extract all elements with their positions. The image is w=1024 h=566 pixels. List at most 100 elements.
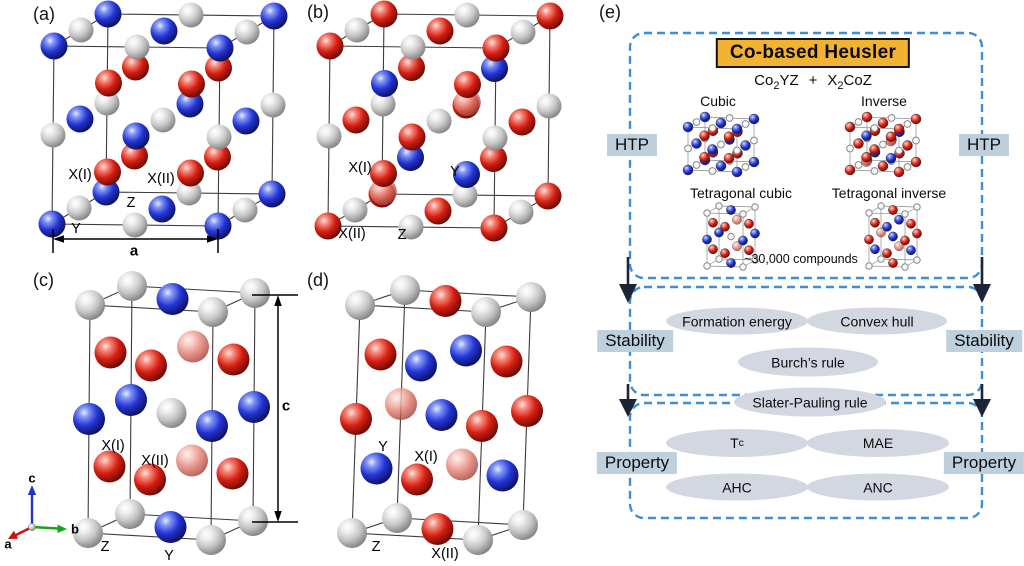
- atom-G: [342, 197, 368, 223]
- atom-G: [692, 118, 701, 126]
- atom-B: [238, 391, 270, 423]
- atom-G: [727, 232, 735, 241]
- atom-G: [178, 2, 204, 28]
- atom-G: [913, 203, 921, 211]
- atom-G: [122, 212, 148, 238]
- tc-sub-text: c: [738, 437, 744, 449]
- atom-G: [913, 256, 921, 264]
- atom-R: [93, 450, 126, 483]
- atom-G: [739, 263, 747, 271]
- atom-B: [486, 459, 519, 492]
- atom-B: [360, 452, 393, 485]
- atom-label-d-z: Z: [371, 539, 381, 555]
- atom-R: [869, 144, 880, 155]
- compounds-note: ~30,000 compounds: [744, 252, 858, 266]
- atom-B: [731, 123, 743, 135]
- crystal-b: [314, 0, 564, 242]
- atom-G: [234, 19, 260, 45]
- atom-G: [316, 123, 342, 149]
- atom-L: [732, 241, 742, 252]
- atom-B: [885, 153, 897, 164]
- atom-G: [196, 525, 226, 555]
- atom-B: [682, 121, 694, 133]
- atom-label-a-z: Z: [126, 195, 136, 211]
- atom-G: [232, 197, 258, 223]
- atom-G: [240, 278, 270, 308]
- atom-R: [424, 197, 452, 225]
- anc-text: ANC: [863, 479, 893, 495]
- atom-R: [861, 111, 873, 123]
- htp-label-left: HTP: [607, 134, 657, 156]
- atom-B: [870, 244, 880, 255]
- atom-R: [316, 32, 344, 60]
- atom-G: [846, 144, 854, 153]
- atom-G: [536, 93, 562, 119]
- atom-B: [707, 144, 718, 155]
- atom-R: [370, 160, 397, 187]
- atom-R: [95, 69, 122, 97]
- panel-letter-e: (e): [599, 2, 621, 22]
- axis-label-a: a: [4, 536, 12, 552]
- atom-G: [865, 262, 873, 270]
- atom-G: [708, 124, 717, 132]
- slater-pauling-text: Slater-Pauling rule: [752, 394, 868, 410]
- atom-G: [870, 124, 879, 132]
- stability-label-left: Stability: [597, 330, 673, 352]
- atom-B: [731, 166, 743, 178]
- atom-G: [94, 90, 120, 116]
- struct-label-tet-cubic: Tetragonal cubic: [690, 185, 792, 201]
- atom-R: [480, 145, 507, 172]
- atom-R: [121, 142, 148, 170]
- atom-B: [196, 410, 228, 442]
- atom-G: [390, 275, 420, 305]
- atom-R: [454, 71, 481, 98]
- atom-B: [73, 403, 105, 435]
- atom-G: [382, 503, 412, 533]
- atom-G: [345, 290, 375, 320]
- atom-R: [870, 217, 880, 228]
- atom-B: [740, 140, 751, 151]
- atom-R: [723, 153, 735, 164]
- atom-label-b-y: Y: [450, 164, 460, 180]
- atom-G: [865, 209, 873, 217]
- atom-G: [344, 17, 370, 43]
- atom-G: [750, 136, 758, 145]
- crystal-mini-inverse: [844, 111, 922, 178]
- atom-B: [258, 180, 286, 208]
- atom-R: [699, 152, 710, 163]
- ellipse-slater-pauling: Slater-Pauling rule: [734, 387, 886, 417]
- atom-label-a-x1: X(I): [68, 167, 92, 183]
- atom-R: [482, 34, 510, 62]
- atom-R: [723, 131, 735, 142]
- formula-co: Co: [754, 72, 774, 89]
- atom-R: [888, 258, 898, 268]
- atom-G: [741, 120, 750, 128]
- atom-B: [894, 214, 904, 225]
- atom-label-a-y: Y: [71, 221, 81, 237]
- property-label-left: Property: [596, 452, 678, 474]
- atom-R: [216, 457, 249, 490]
- atom-R: [885, 131, 897, 142]
- atom-L: [876, 227, 886, 238]
- atom-label-c-y: Y: [164, 548, 174, 564]
- atom-R: [910, 156, 922, 168]
- atom-R: [906, 218, 916, 229]
- atom-R: [490, 345, 523, 378]
- atom-R: [882, 248, 892, 259]
- atom-R: [744, 218, 754, 229]
- atom-G: [176, 180, 202, 206]
- formula-sub2: 2: [837, 80, 844, 92]
- atom-R: [720, 248, 730, 259]
- atom-label-b-x2: X(II): [338, 226, 366, 242]
- atom-G: [206, 124, 232, 150]
- atom-R: [204, 143, 231, 171]
- atom-B: [450, 334, 482, 367]
- atom-G: [684, 144, 692, 153]
- atom-G: [870, 167, 879, 175]
- atom-R: [364, 338, 397, 371]
- atom-label-d-y: Y: [378, 439, 388, 455]
- atom-R: [844, 164, 856, 176]
- crystal-a: [38, 0, 288, 240]
- atom-R: [699, 130, 710, 141]
- atom-G: [708, 167, 717, 175]
